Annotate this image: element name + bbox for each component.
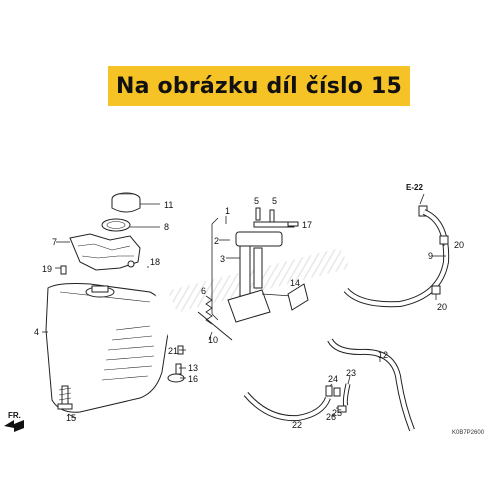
callout-17: 17 — [302, 220, 312, 230]
callout-6: 6 — [201, 286, 206, 296]
direction-label: FR. — [8, 411, 21, 420]
part-sensor-float[interactable] — [287, 283, 309, 311]
callout-15: 15 — [66, 413, 76, 423]
callout-1: 1 — [225, 206, 230, 216]
part-fitting-25[interactable] — [333, 387, 341, 397]
part-screw-17[interactable] — [287, 221, 299, 227]
callout-4: 4 — [34, 327, 39, 337]
part-number-banner: Na obrázku díl číslo 15 — [108, 66, 410, 106]
callout-11: 11 — [164, 200, 173, 210]
callout-20a: 20 — [454, 240, 464, 250]
callout-labels: 1 2 3 4 5 5 6 7 8 9 10 11 12 13 14 15 16… — [34, 196, 464, 430]
banner-text: Na obrázku díl číslo 15 — [116, 73, 402, 99]
part-tank-tray[interactable] — [56, 233, 141, 271]
callout-12: 12 — [378, 350, 388, 360]
callout-25: 25 — [332, 408, 342, 418]
part-pump-assembly-bracket — [211, 217, 219, 321]
callout-16: 16 — [188, 374, 198, 384]
part-fuel-pump[interactable] — [226, 231, 293, 323]
callout-18: 18 — [150, 257, 160, 267]
callout-2: 2 — [214, 236, 219, 246]
callout-23: 23 — [346, 368, 356, 378]
leader-lines — [147, 216, 351, 409]
part-fuel-tank[interactable] — [42, 283, 171, 413]
part-bolt-13[interactable] — [175, 363, 182, 375]
callout-7: 7 — [52, 237, 57, 247]
diagram-code: K0B7P2600 — [452, 430, 485, 436]
part-fuel-cap[interactable] — [111, 192, 160, 213]
callout-10: 10 — [208, 335, 218, 345]
callout-13: 13 — [188, 363, 198, 373]
part-bolt-15[interactable] — [57, 385, 77, 419]
callout-5b: 5 — [272, 196, 277, 206]
part-clip-20a[interactable] — [439, 235, 449, 246]
callout-3: 3 — [220, 254, 225, 264]
part-seal-10[interactable] — [197, 311, 233, 341]
reference-label: E-22 — [406, 183, 423, 192]
callout-5a: 5 — [254, 196, 259, 206]
part-clip-26[interactable] — [337, 405, 347, 413]
part-hose-23[interactable] — [342, 383, 351, 408]
part-hose-22[interactable] — [243, 392, 331, 422]
callout-14: 14 — [290, 278, 300, 288]
part-hose-9[interactable] — [343, 209, 450, 308]
part-cap-gasket[interactable] — [101, 218, 160, 232]
callout-26: 26 — [326, 412, 336, 422]
part-clamp-24[interactable] — [325, 385, 333, 397]
part-hose-12[interactable] — [327, 338, 415, 432]
callout-24: 24 — [328, 374, 338, 384]
callout-20b: 20 — [437, 302, 447, 312]
callout-21: 21 — [168, 346, 178, 356]
front-direction-arrow — [4, 420, 24, 432]
callout-19: 19 — [42, 264, 52, 274]
part-bolt-19[interactable] — [55, 265, 67, 275]
callout-9: 9 — [428, 251, 433, 261]
callout-8: 8 — [164, 222, 169, 232]
part-clip-20b[interactable] — [431, 285, 441, 300]
callout-22: 22 — [292, 420, 302, 430]
